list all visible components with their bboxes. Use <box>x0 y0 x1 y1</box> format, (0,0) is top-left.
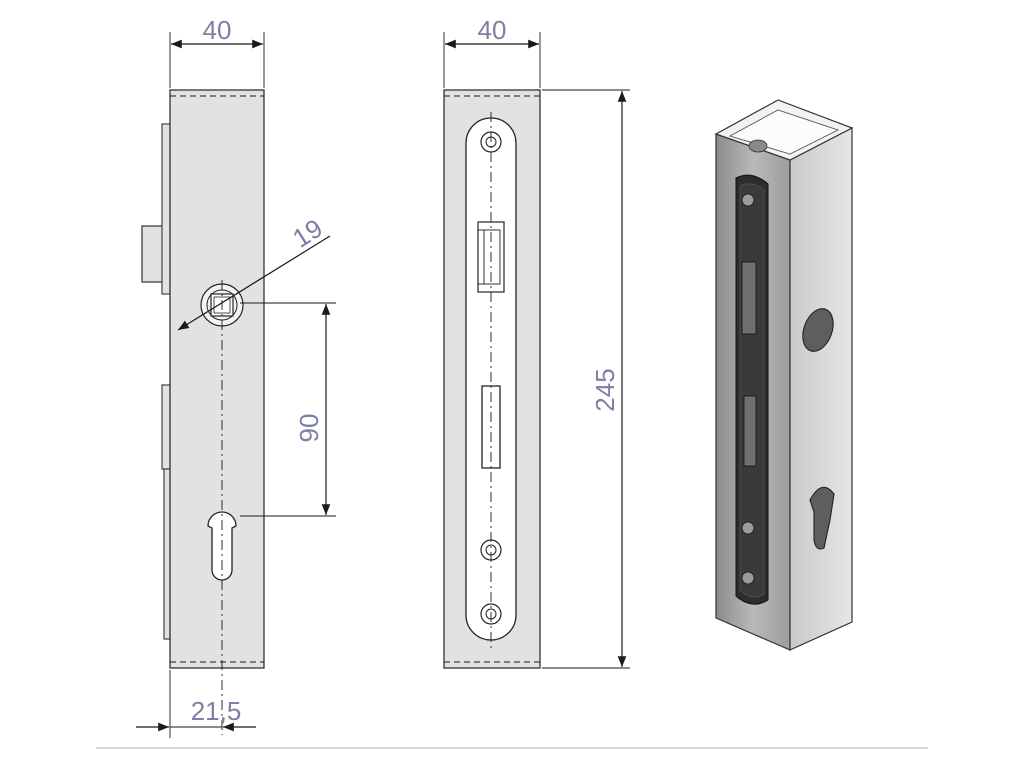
side-view <box>141 89 265 735</box>
dim-front-width: 40 <box>443 15 541 88</box>
dim-side-width: 40 <box>169 15 265 88</box>
isometric-view <box>714 99 854 651</box>
front-view <box>443 89 541 669</box>
dim-front-width-label: 40 <box>478 15 507 45</box>
iso-side-face <box>789 127 853 651</box>
iso-cylinder-hole <box>809 486 835 550</box>
side-strip-lower <box>163 468 171 640</box>
side-body <box>169 89 265 669</box>
dim-height: 245 <box>542 89 630 669</box>
dim-offset-label: 21,5 <box>191 696 242 726</box>
iso-spindle-hole <box>802 308 834 352</box>
dim-backset-label: 90 <box>294 414 324 443</box>
side-strip-top <box>161 123 171 295</box>
dim-height-label: 245 <box>590 368 620 411</box>
dim-angle-diameter-label: 19 <box>287 213 327 254</box>
dim-offset: 21,5 <box>136 670 256 738</box>
dim-backset: 90 <box>240 302 336 517</box>
dim-side-width-label: 40 <box>203 15 232 45</box>
side-strip-bottom <box>161 384 171 470</box>
